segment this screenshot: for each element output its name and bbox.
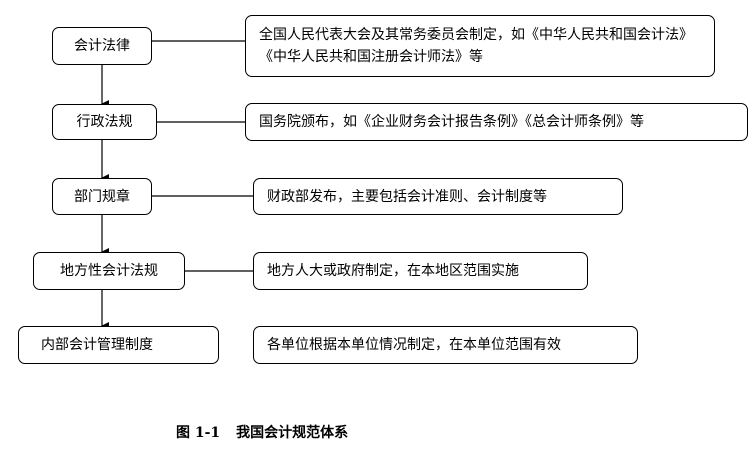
description-text: 财政部发布，主要包括会计准则、会计制度等 <box>267 188 547 205</box>
level-box-local-regulation: 地方性会计法规 <box>33 252 185 290</box>
description-box-accounting-law: 全国人民代表大会及其常务委员会制定，如《中华人民共和国会计法》《中华人民共和国注… <box>245 15 715 77</box>
level-label: 行政法规 <box>76 114 133 130</box>
figure-caption: 图 1-1 我国会计规范体系 <box>176 423 348 443</box>
figure-number: 图 1-1 <box>176 425 221 441</box>
description-text: 各单位根据本单位情况制定，在本单位范围有效 <box>267 337 561 353</box>
description-box-local-regulation: 地方人大或政府制定，在本地区范围实施 <box>253 252 588 290</box>
description-box-departmental-rule: 财政部发布，主要包括会计准则、会计制度等 <box>253 178 623 215</box>
level-box-accounting-law: 会计法律 <box>52 27 152 65</box>
description-box-internal-system: 各单位根据本单位情况制定，在本单位范围有效 <box>253 326 638 364</box>
figure-title: 我国会计规范体系 <box>236 425 349 441</box>
level-label: 内部会计管理制度 <box>41 337 153 353</box>
level-label: 地方性会计法规 <box>60 263 158 279</box>
description-text: 地方人大或政府制定，在本地区范围实施 <box>267 263 519 279</box>
level-label: 会计法律 <box>74 38 130 54</box>
description-text: 全国人民代表大会及其常务委员会制定，如《中华人民共和国会计法》《中华人民共和国注… <box>259 27 693 65</box>
description-text: 国务院颁布，如《企业财务会计报告条例》《总会计师条例》等 <box>259 114 644 130</box>
level-box-departmental-rule: 部门规章 <box>52 178 152 215</box>
level-box-administrative-regulation: 行政法规 <box>52 104 157 140</box>
level-box-internal-system: 内部会计管理制度 <box>18 326 219 364</box>
level-label: 部门规章 <box>74 188 130 205</box>
description-box-administrative-regulation: 国务院颁布，如《企业财务会计报告条例》《总会计师条例》等 <box>245 103 748 141</box>
